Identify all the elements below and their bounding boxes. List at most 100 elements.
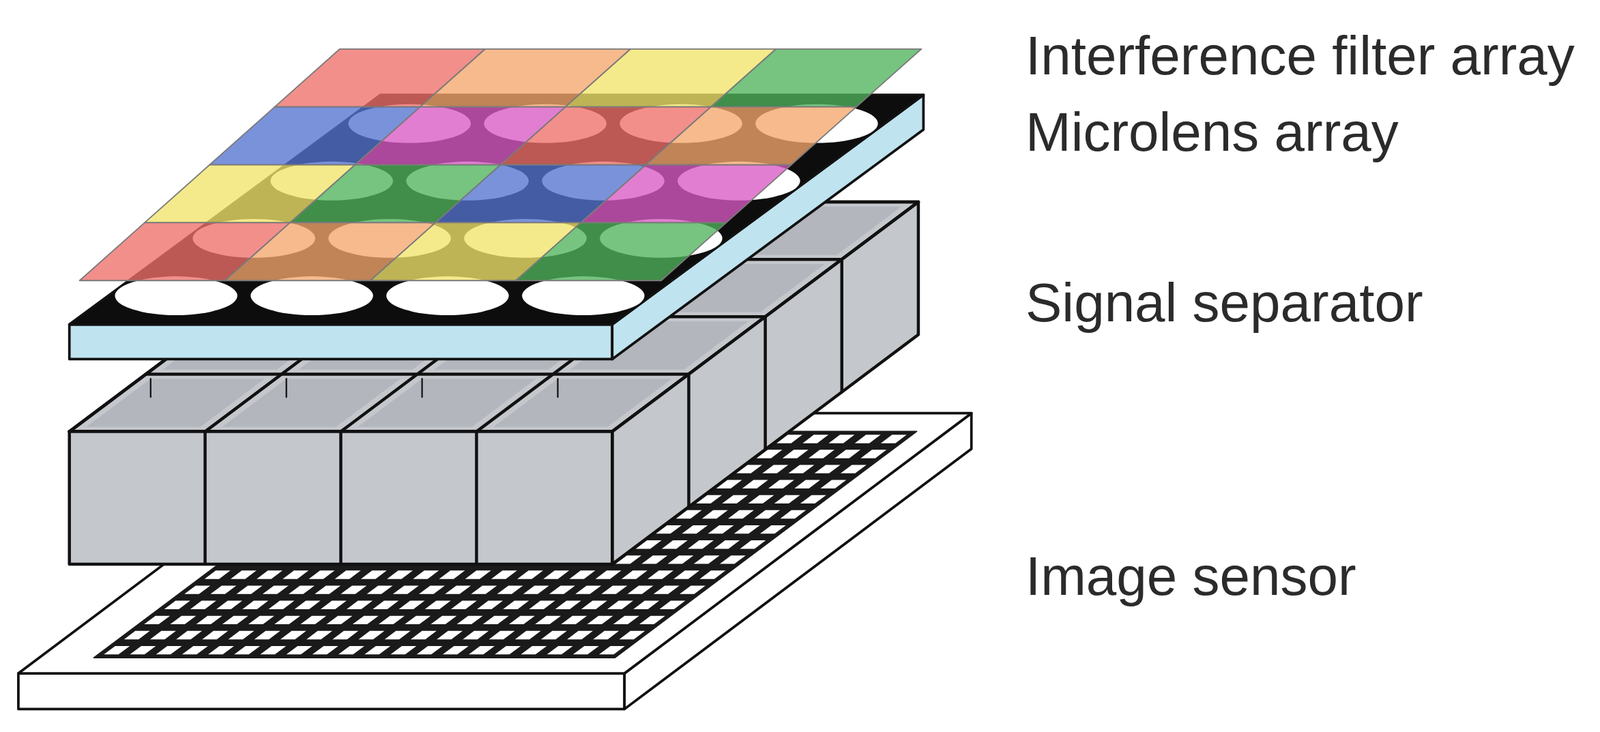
pixel [719,555,746,564]
pixel [234,646,260,655]
pixel [667,555,694,564]
pixel [470,585,497,594]
pixel [444,585,471,594]
sensor-top-face [18,413,972,674]
pixel [425,601,452,610]
pixel [681,525,708,534]
microlens [114,276,237,316]
pixel [483,616,509,625]
pixel [774,495,801,504]
pixel [575,585,602,594]
pixel [367,585,394,594]
pixel [393,585,419,594]
separator-wall [763,316,767,449]
separator-wall [687,373,690,507]
pixel [627,585,654,594]
pixel [410,631,437,640]
pixel [326,616,353,625]
separator-front-face [69,431,613,565]
filter-cell [710,49,922,108]
pixel [734,525,761,534]
pixel [372,601,399,610]
pixel [204,570,231,579]
pixel [416,646,443,655]
filter-cell [646,107,857,166]
pixel [659,601,686,610]
pixel [338,646,365,655]
pixel [621,570,648,579]
microlens [521,276,645,316]
pixel [182,646,209,655]
pixel [581,601,608,610]
pixel [268,601,295,610]
cell-inner-edge [285,378,288,398]
pixel [156,646,183,655]
pixel [834,449,861,458]
pixel [184,585,211,594]
pixel [699,570,726,579]
pixel [210,585,237,594]
pixel [760,525,787,534]
pixel [364,646,391,655]
pixel [619,631,646,640]
pixel [661,540,688,549]
pixel [222,616,249,625]
pixel [457,616,484,625]
pixel [248,616,275,625]
microlens-array [69,94,924,359]
microlens [386,276,509,316]
cell-inner-edge [150,378,152,398]
pixel [201,631,228,640]
pixel [800,495,827,504]
pixel [708,525,735,534]
pixel [599,646,625,655]
pixel [502,601,529,610]
pixel [739,540,766,549]
pixel [592,631,619,640]
pixel [808,449,835,458]
pixel [508,616,535,625]
signal-separator [69,201,919,565]
pixel [312,646,339,655]
separator-wall [474,431,478,565]
plate-front-face [69,324,613,360]
pixel [294,601,321,610]
pixel [860,449,887,458]
pixel [254,631,281,640]
pixel [529,601,556,610]
separator-wall [339,431,342,565]
pixel [300,616,327,625]
cell-inner-edge [556,378,559,398]
part-label: Signal separator [1025,275,1424,331]
pixel [335,570,361,579]
pixel [794,480,821,489]
pixel [468,646,495,655]
pixel [828,434,855,443]
pixel [728,510,754,519]
pixel [358,631,385,640]
exploded-view [18,49,972,710]
sensor-front-face [18,673,625,709]
pixel [236,585,263,594]
pixel [653,585,680,594]
pixel [384,631,411,640]
separator-wall [203,431,207,565]
pixel [573,646,600,655]
pixel [288,585,315,594]
part-label: Interference filter array [1025,28,1575,84]
pixel [150,631,177,640]
pixel [549,585,576,594]
pixel [462,631,489,640]
pixel [494,646,521,655]
pixel [360,570,387,579]
separator-wall [840,259,844,392]
pixel [306,631,333,640]
pixel [216,601,243,610]
pixel [476,601,503,610]
pixel [390,646,417,655]
pixel [309,570,336,579]
pixel [840,464,867,473]
pixel [129,646,156,655]
filter-cell [580,165,791,224]
pixel [601,585,628,594]
